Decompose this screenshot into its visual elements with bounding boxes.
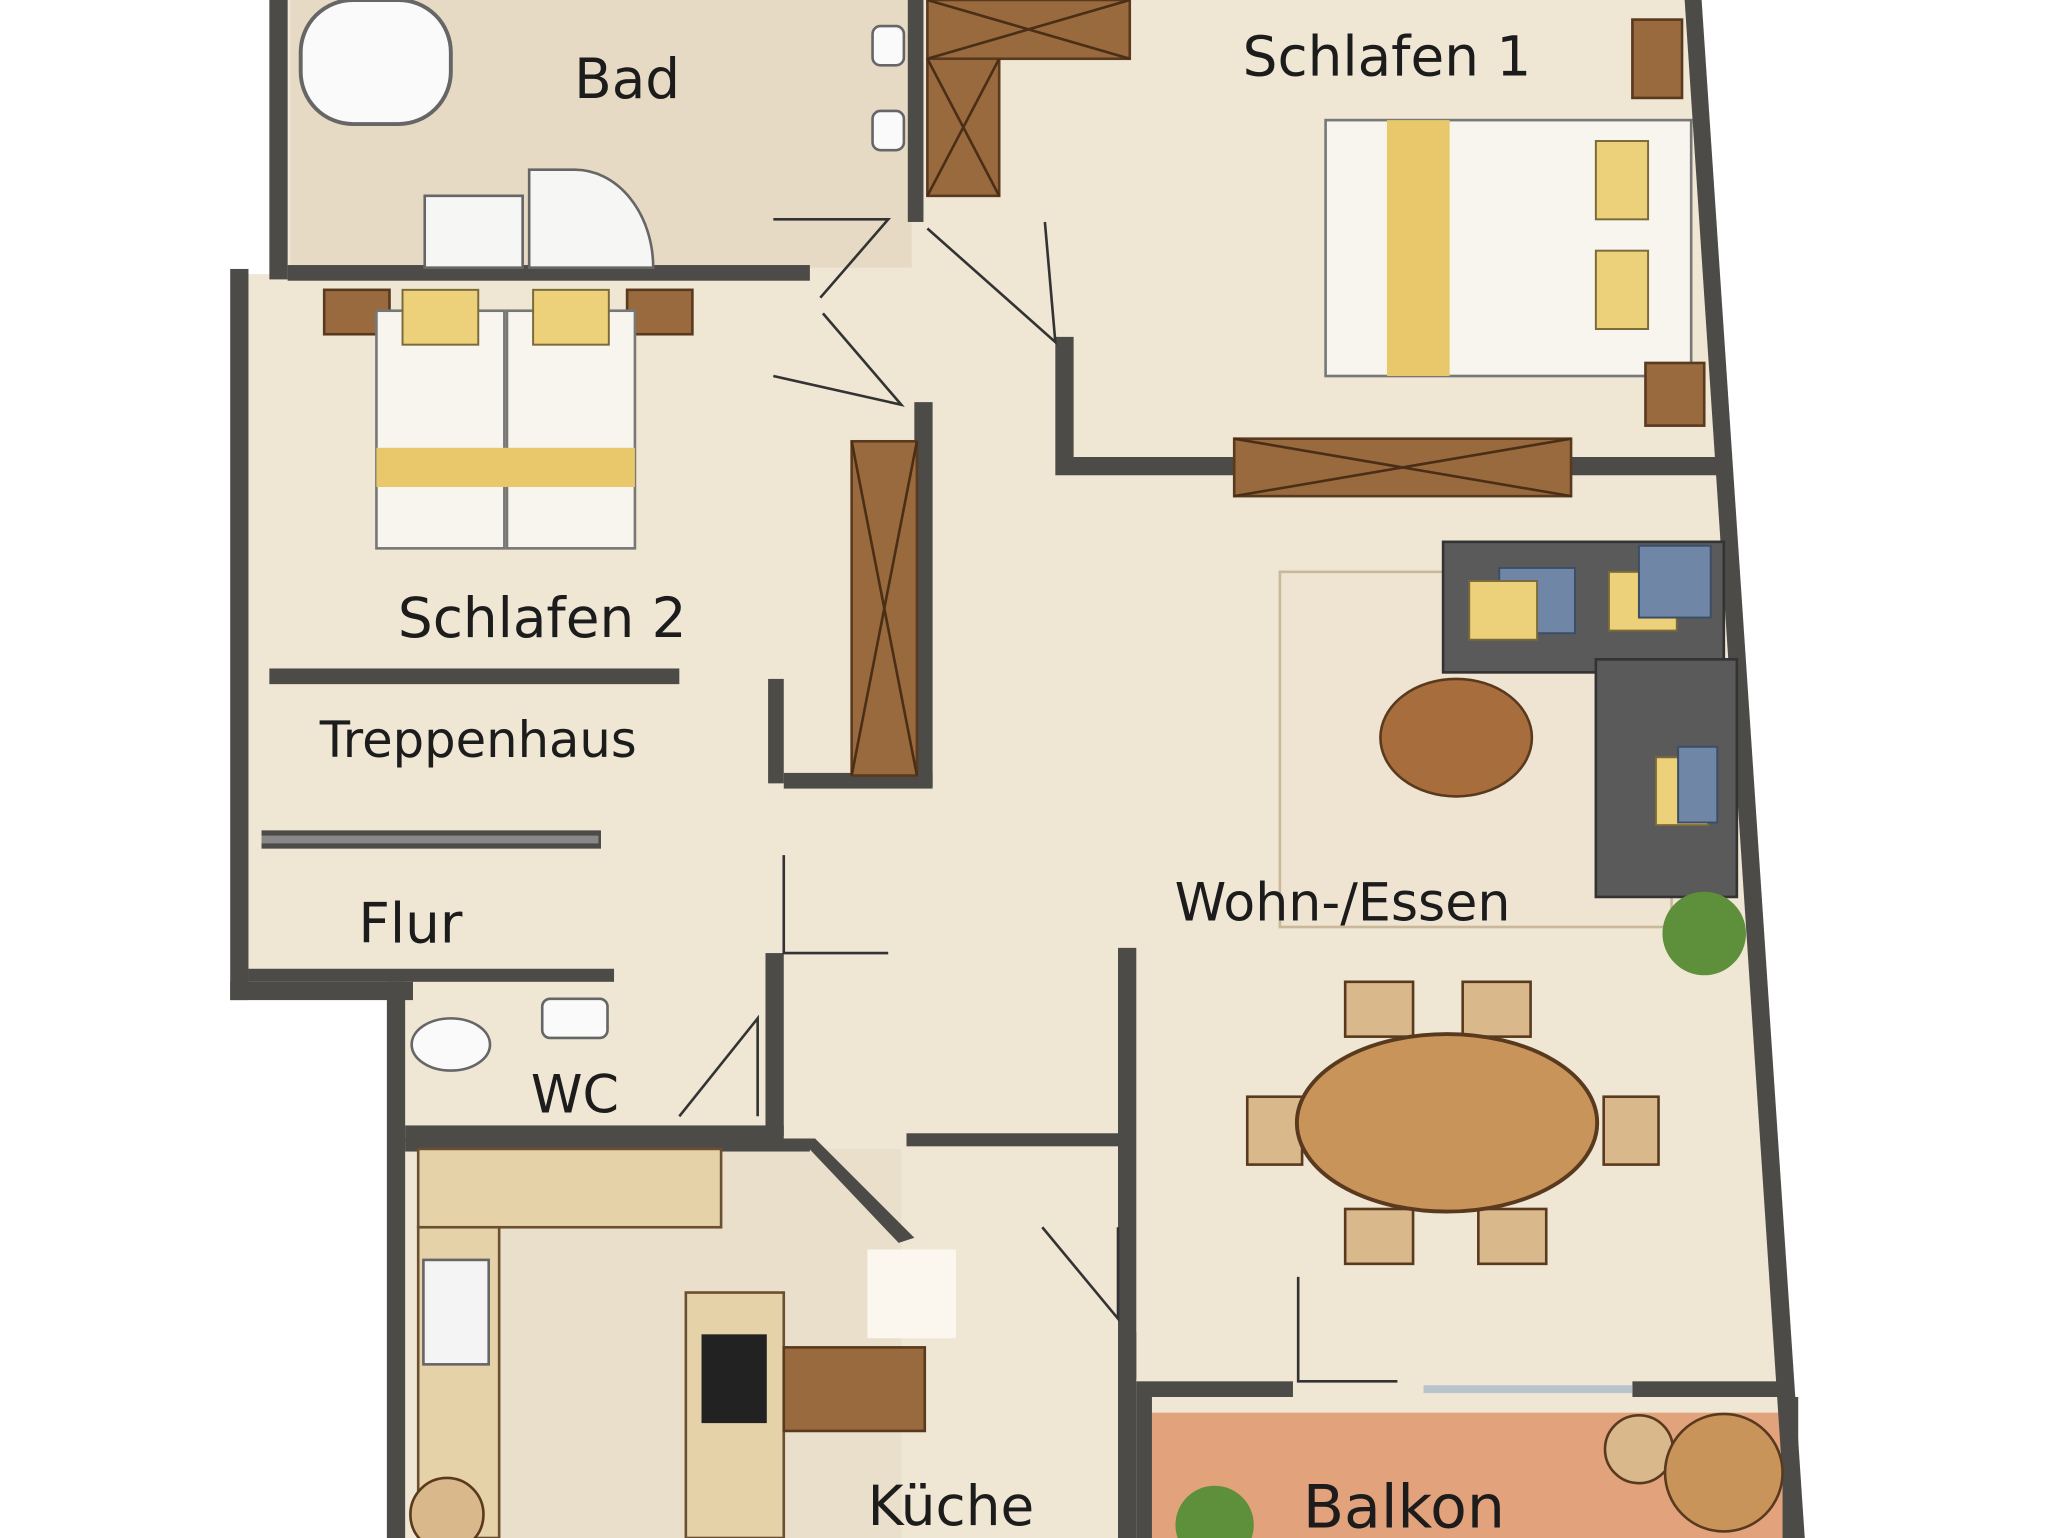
toilet <box>410 1017 492 1072</box>
room-label-balkon: Balkon <box>1303 1473 1505 1538</box>
balcony-table <box>1603 1412 1784 1533</box>
room-label-wohn-essen: Wohn-/Essen <box>1175 873 1511 933</box>
twin-beds-schlafen2 <box>322 288 694 550</box>
kitchen-counters <box>409 1147 957 1538</box>
bathtub <box>298 0 453 126</box>
plant <box>1662 891 1746 976</box>
room-label-flur: Flur <box>358 892 463 956</box>
wardrobe-schlafen1-bottom <box>1232 437 1573 498</box>
double-bed-schlafen1 <box>1324 18 1706 427</box>
room-label-wc: WC <box>531 1065 619 1125</box>
sink <box>871 24 906 67</box>
room-label-treppenhaus: Treppenhaus <box>319 711 637 769</box>
coffee-table <box>1379 677 1534 798</box>
wardrobe-hallway <box>850 439 919 777</box>
room-label-bad: Bad <box>574 47 680 111</box>
walls <box>230 0 1805 1538</box>
shower <box>423 168 655 269</box>
room-label-kueche: Küche <box>868 1474 1035 1538</box>
stair-railing <box>261 835 599 844</box>
sink <box>871 109 906 152</box>
plant <box>1175 1485 1254 1538</box>
doors <box>678 218 1398 1383</box>
room-label-schlafen2: Schlafen 2 <box>398 586 687 650</box>
wardrobe-schlafen1-top <box>926 0 1132 198</box>
dining-set <box>1245 980 1660 1266</box>
wc-sink <box>540 997 609 1040</box>
room-label-schlafen1: Schlafen 1 <box>1243 25 1532 89</box>
cooktop <box>701 1334 767 1424</box>
sofa <box>1441 540 1739 899</box>
